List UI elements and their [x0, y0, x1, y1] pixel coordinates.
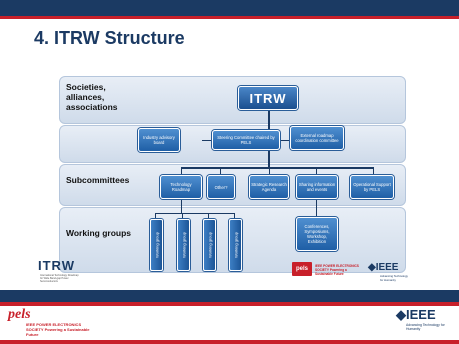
pels-society-text-small: IEEE POWER ELECTRONICS SOCIETY Powering …: [315, 264, 359, 276]
footer: [0, 306, 459, 344]
connector: [280, 140, 290, 141]
itrw-logo: ITRW: [38, 258, 75, 273]
top-bar-navy: [0, 0, 459, 16]
connector: [269, 167, 270, 175]
connector: [316, 167, 317, 175]
strategic-research-agenda-node: Strategic Research Agenda: [249, 175, 289, 199]
connector: [373, 167, 374, 175]
sharing-information-node: Sharing information and events: [296, 175, 338, 199]
pels-society-text: IEEE POWER ELECTRONICS SOCIETY Powering …: [26, 322, 90, 337]
connector: [268, 110, 270, 132]
connector: [155, 213, 235, 214]
operational-support-node: Operational Support by PELS: [350, 175, 394, 199]
row-societies: [59, 76, 406, 124]
itrw-node: ITRW: [238, 86, 298, 110]
row-label-working-groups: Working groups: [66, 228, 132, 238]
itrw-tagline: International Technology Roadmap for Wid…: [40, 274, 79, 283]
footer-band-red: [0, 302, 459, 306]
external-roadmap-node: External roadmap coordination committee: [290, 126, 344, 150]
pels-logo: pels: [8, 307, 31, 322]
ieee-tagline-small: Advancing Technology for Humanity: [380, 274, 408, 282]
conferences-node: Conferences, Symposiums, Workshop, Exhib…: [296, 217, 338, 251]
connector: [268, 150, 270, 167]
row-label-subcommittees: Subcommittees: [66, 175, 130, 185]
working-group-label: Working group: [207, 232, 212, 258]
connector: [181, 167, 373, 169]
ieee-logo: ◆IEEE: [396, 307, 436, 322]
working-group-label: Working group: [181, 232, 186, 258]
ieee-tagline: Advancing Technology for Humanity: [406, 323, 445, 332]
connector: [208, 213, 209, 219]
working-group-node: Working group: [229, 219, 242, 271]
connector: [316, 199, 317, 217]
connector: [181, 199, 182, 213]
connector: [155, 213, 156, 219]
top-bar-red: [0, 16, 459, 19]
ieee-logo-small: ◆IEEE: [368, 262, 399, 273]
technology-roadmap-node: Technology Roadmap: [160, 175, 202, 199]
working-group-node: Working group: [150, 219, 163, 271]
connector: [181, 167, 182, 175]
row-label-societies: Societies, alliances, associations: [66, 82, 118, 112]
connector: [234, 213, 235, 219]
footer-band-blue: [0, 290, 459, 302]
steering-committee-node: Steering Committee chaired by PELS: [212, 130, 280, 150]
industry-advisory-board-node: Industry advisory board: [138, 128, 180, 152]
connector: [202, 140, 212, 141]
working-group-label: Working group: [233, 232, 238, 258]
slide-title: 4. ITRW Structure: [34, 28, 185, 48]
footer-bottom-red: [0, 340, 459, 344]
connector: [220, 167, 221, 175]
pels-logo-small: pels: [292, 262, 312, 276]
other-node: Other?: [207, 175, 235, 199]
connector: [182, 213, 183, 219]
working-group-node: Working group: [203, 219, 216, 271]
working-group-node: Working group: [177, 219, 190, 271]
working-group-label: Working group: [154, 232, 159, 258]
top-bar: [0, 0, 459, 22]
